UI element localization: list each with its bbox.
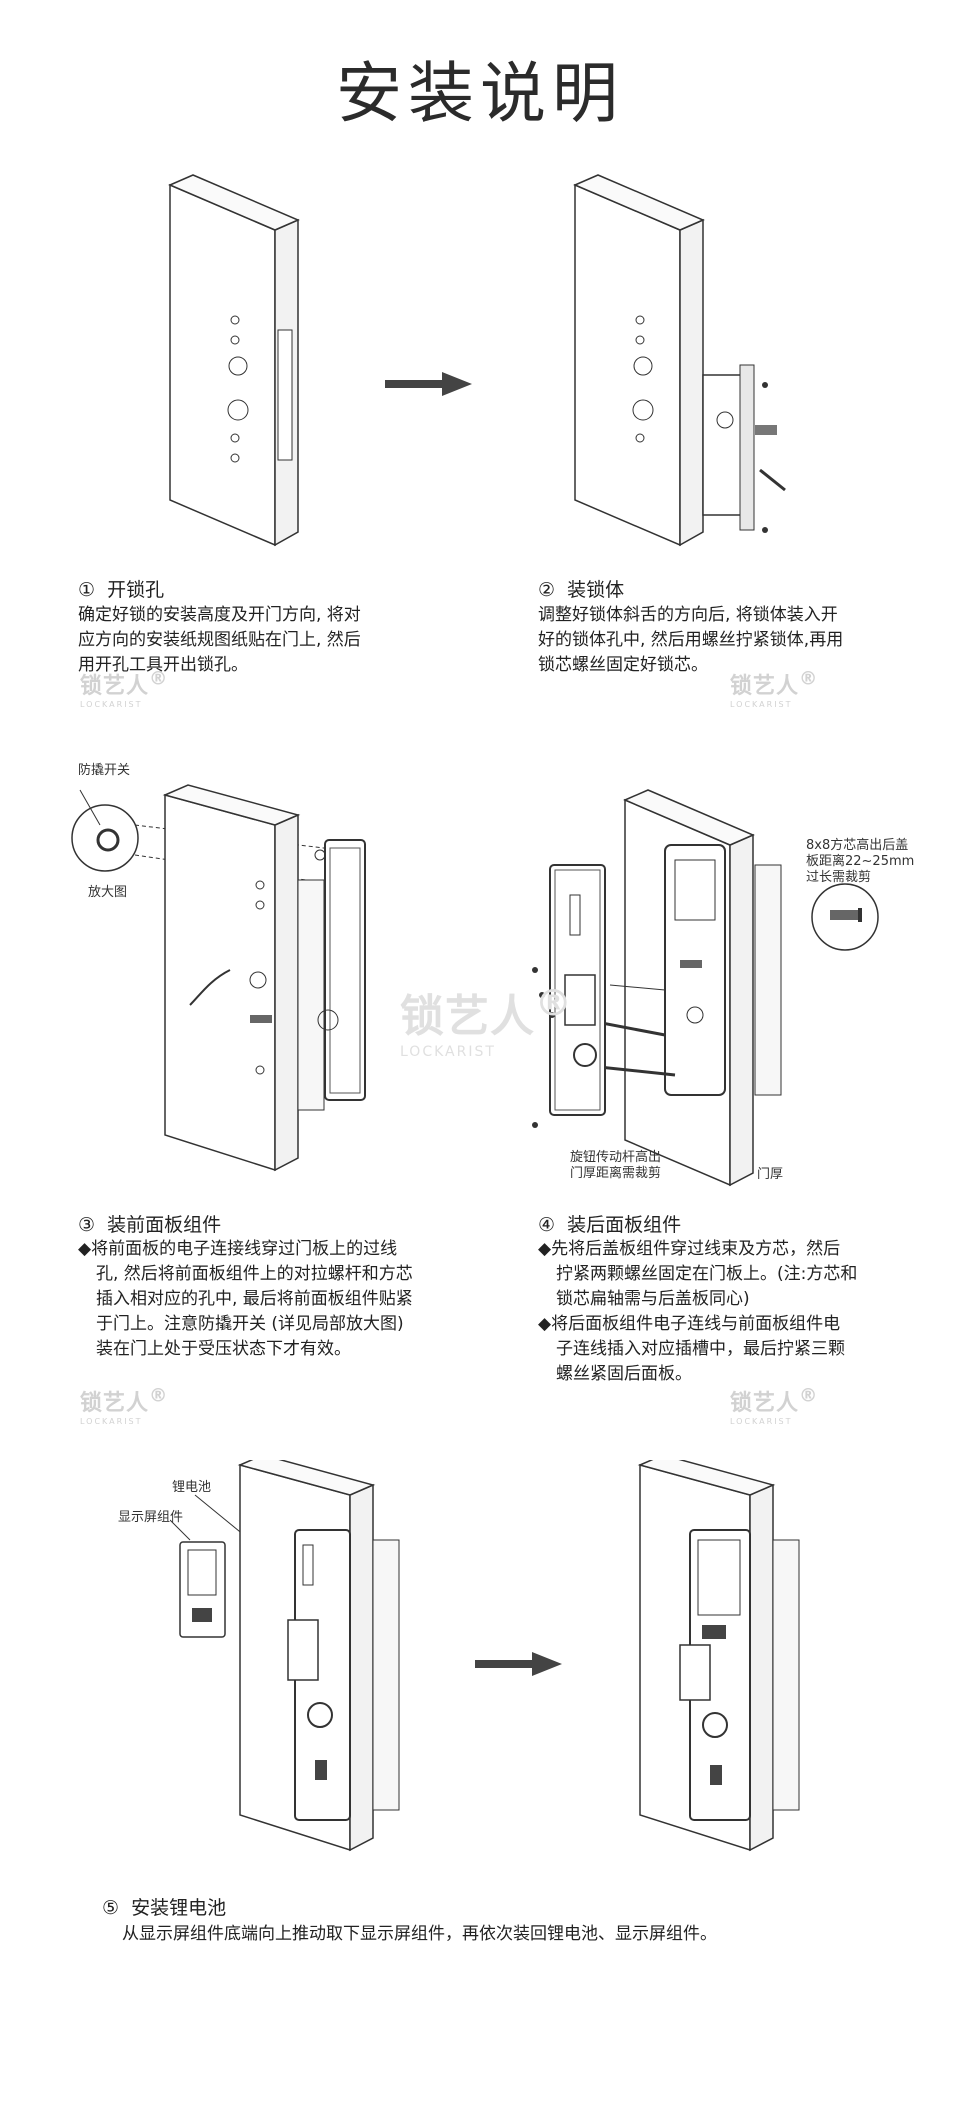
rear-panel-illustration	[559, 789, 782, 1187]
arrow-right-icon	[385, 372, 472, 396]
door-drilled-illustration	[168, 174, 300, 547]
step-3-bullets: ◆将前面板的电子连接线穿过门板上的过线 孔, 然后将前面板组件上的对拉螺杆和方芯…	[78, 1237, 478, 1362]
step-2-heading: ② 装锁体	[538, 579, 625, 601]
arrow-right-icon	[475, 1652, 562, 1676]
square-shaft-zoom-circle	[811, 883, 879, 951]
bullet-item: ◆将后面板组件电子连线与前面板组件电 子连线插入对应插槽中，最后拧紧三颗 螺丝紧…	[538, 1314, 845, 1384]
step-1-body: 确定好锁的安装高度及开门方向, 将对 应方向的安装纸规图纸贴在门上, 然后 用开…	[78, 605, 361, 675]
step-2-body: 调整好锁体斜舌的方向后, 将锁体装入开 好的锁体孔中, 然后用螺丝拧紧锁体,再用…	[538, 605, 844, 675]
bullet-item: ◆先将后盖板组件穿过线束及方芯，然后 拧紧两颗螺丝固定在门板上。(注:方芯和 锁…	[538, 1239, 858, 1309]
front-panel-illustration	[71, 784, 366, 1172]
square-shaft-note: 8x8方芯高出后盖 板距离22~25mm 过长需裁剪	[806, 838, 915, 885]
battery-label: 锂电池	[172, 1480, 212, 1495]
page-title: 安装说明	[336, 55, 624, 132]
step-5-heading: ⑤ 安装锂电池	[102, 1897, 227, 1919]
watermark-logo: 锁艺人®LOCKARIST	[730, 668, 819, 709]
door-thickness-label: 门厚	[757, 1167, 784, 1182]
watermark-logo: 锁艺人®LOCKARIST	[80, 1385, 169, 1426]
watermark-logo: 锁艺人®LOCKARIST	[400, 981, 573, 1060]
lock-body-illustration	[573, 174, 786, 547]
finished-lock-illustration	[637, 1460, 800, 1852]
watermark-logo: 锁艺人®LOCKARIST	[80, 668, 169, 709]
display-module-label: 显示屏组件	[118, 1510, 184, 1525]
battery-install-illustration	[170, 1460, 400, 1852]
step-4-bullets: ◆先将后盖板组件穿过线束及方芯，然后 拧紧两颗螺丝固定在门板上。(注:方芯和 锁…	[538, 1237, 938, 1387]
step-5-body: 从显示屏组件底端向上推动取下显示屏组件，再依次装回锂电池、显示屏组件。	[122, 1924, 717, 1944]
zoom-label: 放大图	[88, 885, 128, 900]
step-3-heading: ③ 装前面板组件	[78, 1214, 222, 1236]
front-panel-side-illustration	[532, 864, 606, 1128]
tamper-switch-label: 防撬开关	[78, 763, 131, 778]
knob-rod-note: 旋钮传动杆高出 门厚距离需裁剪	[570, 1150, 662, 1181]
watermark-logo: 锁艺人®LOCKARIST	[730, 1385, 819, 1426]
step-4-heading: ④ 装后面板组件	[538, 1214, 682, 1236]
bullet-item: ◆将前面板的电子连接线穿过门板上的过线 孔, 然后将前面板组件上的对拉螺杆和方芯…	[78, 1239, 413, 1359]
step-1-heading: ① 开锁孔	[78, 579, 165, 601]
